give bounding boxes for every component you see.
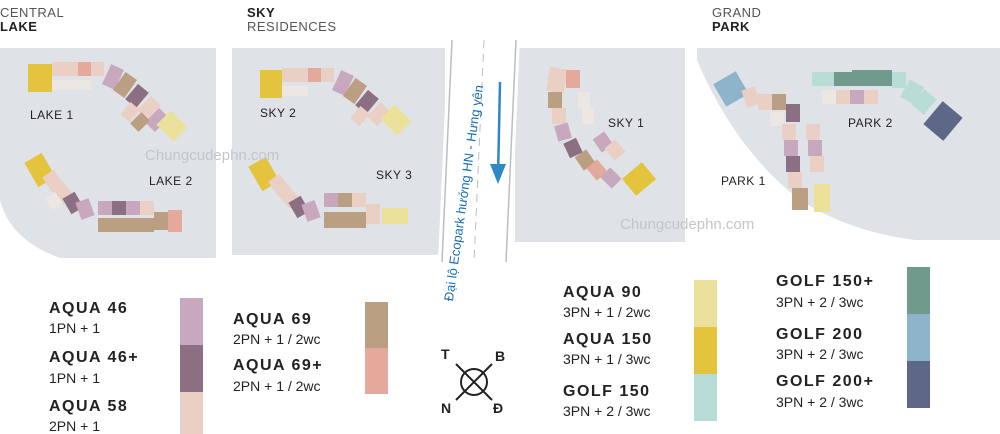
building-lake-1 bbox=[28, 62, 188, 142]
site-map bbox=[0, 39, 1000, 263]
legend-swatch bbox=[694, 374, 717, 421]
zone-title-sky-residences: SKY RESIDENCES bbox=[247, 6, 337, 34]
compass-label-east: B bbox=[495, 348, 506, 364]
label-park-2: PARK 2 bbox=[848, 116, 893, 130]
legend-desc: 3PN + 2 / 3wc bbox=[563, 403, 651, 419]
building-park-2 bbox=[812, 70, 963, 141]
legend-swatch bbox=[907, 267, 930, 314]
legend-swatch bbox=[694, 280, 717, 327]
compass-label-west: N bbox=[441, 400, 452, 416]
label-sky-1: SKY 1 bbox=[608, 116, 645, 130]
legend-name: GOLF 150 bbox=[563, 383, 651, 400]
zone-title-line2: LAKE bbox=[0, 19, 38, 34]
zone-title-central-lake: CENTRAL LAKE bbox=[0, 6, 64, 34]
legend-desc: 3PN + 1 / 3wc bbox=[563, 351, 651, 367]
legend-name: AQUA 69 bbox=[233, 311, 313, 328]
legend-desc: 3PN + 2 / 3wc bbox=[776, 394, 864, 410]
watermark: Chungcudephn.com bbox=[145, 147, 280, 164]
label-sky-3: SKY 3 bbox=[376, 168, 413, 182]
legend-swatch bbox=[365, 348, 388, 394]
legend-swatch bbox=[907, 314, 930, 361]
legend-name: AQUA 69+ bbox=[233, 357, 324, 374]
legend-name: GOLF 200 bbox=[776, 326, 864, 343]
zone-title-line2: PARK bbox=[712, 19, 750, 34]
compass-icon bbox=[455, 363, 493, 401]
legend-name: GOLF 150+ bbox=[776, 273, 875, 290]
legend-name: AQUA 46 bbox=[49, 300, 129, 317]
building-sky-1 bbox=[546, 66, 657, 196]
legend-name: AQUA 90 bbox=[563, 284, 643, 301]
zone-title-line1: CENTRAL bbox=[0, 5, 65, 20]
label-park-1: PARK 1 bbox=[721, 174, 766, 188]
compass-label-south: Đ bbox=[493, 400, 504, 416]
legend-swatch bbox=[180, 298, 203, 345]
legend-desc: 3PN + 2 / 3wc bbox=[776, 346, 864, 362]
legend-swatch bbox=[180, 392, 203, 434]
legend-swatch bbox=[180, 345, 203, 392]
legend-swatch bbox=[907, 361, 930, 408]
legend-desc: 3PN + 2 / 3wc bbox=[776, 294, 864, 310]
legend-desc: 2PN + 1 / 2wc bbox=[233, 331, 321, 347]
building-park-1 bbox=[713, 71, 830, 212]
zone-title-line2: RESIDENCES bbox=[247, 19, 337, 34]
label-lake-2: LAKE 2 bbox=[149, 174, 193, 188]
legend-swatch bbox=[694, 327, 717, 374]
legend-desc: 2PN + 1 bbox=[49, 418, 100, 434]
legend-desc: 2PN + 1 / 2wc bbox=[233, 378, 321, 394]
legend-name: AQUA 58 bbox=[49, 398, 129, 415]
legend-name: AQUA 46+ bbox=[49, 349, 140, 366]
label-lake-1: LAKE 1 bbox=[30, 108, 74, 122]
legend-name: GOLF 200+ bbox=[776, 373, 875, 390]
building-lake-2 bbox=[24, 152, 182, 232]
legend-desc: 1PN + 1 bbox=[49, 370, 100, 386]
direction-arrow-icon bbox=[496, 81, 502, 179]
building-sky-2 bbox=[260, 68, 412, 136]
label-sky-2: SKY 2 bbox=[260, 106, 297, 120]
zone-title-line1: GRAND bbox=[712, 5, 762, 20]
legend-desc: 3PN + 1 / 2wc bbox=[563, 304, 651, 320]
watermark: Chungcudephn.com bbox=[620, 216, 755, 233]
legend-name: AQUA 150 bbox=[563, 331, 653, 348]
zone-title-grand-park: GRAND PARK bbox=[712, 6, 761, 34]
compass-label-north: T bbox=[441, 346, 450, 362]
zone-title-line1: SKY bbox=[247, 5, 276, 20]
legend-desc: 1PN + 1 bbox=[49, 320, 100, 336]
legend-swatch bbox=[365, 302, 388, 348]
building-sky-3 bbox=[248, 156, 408, 228]
